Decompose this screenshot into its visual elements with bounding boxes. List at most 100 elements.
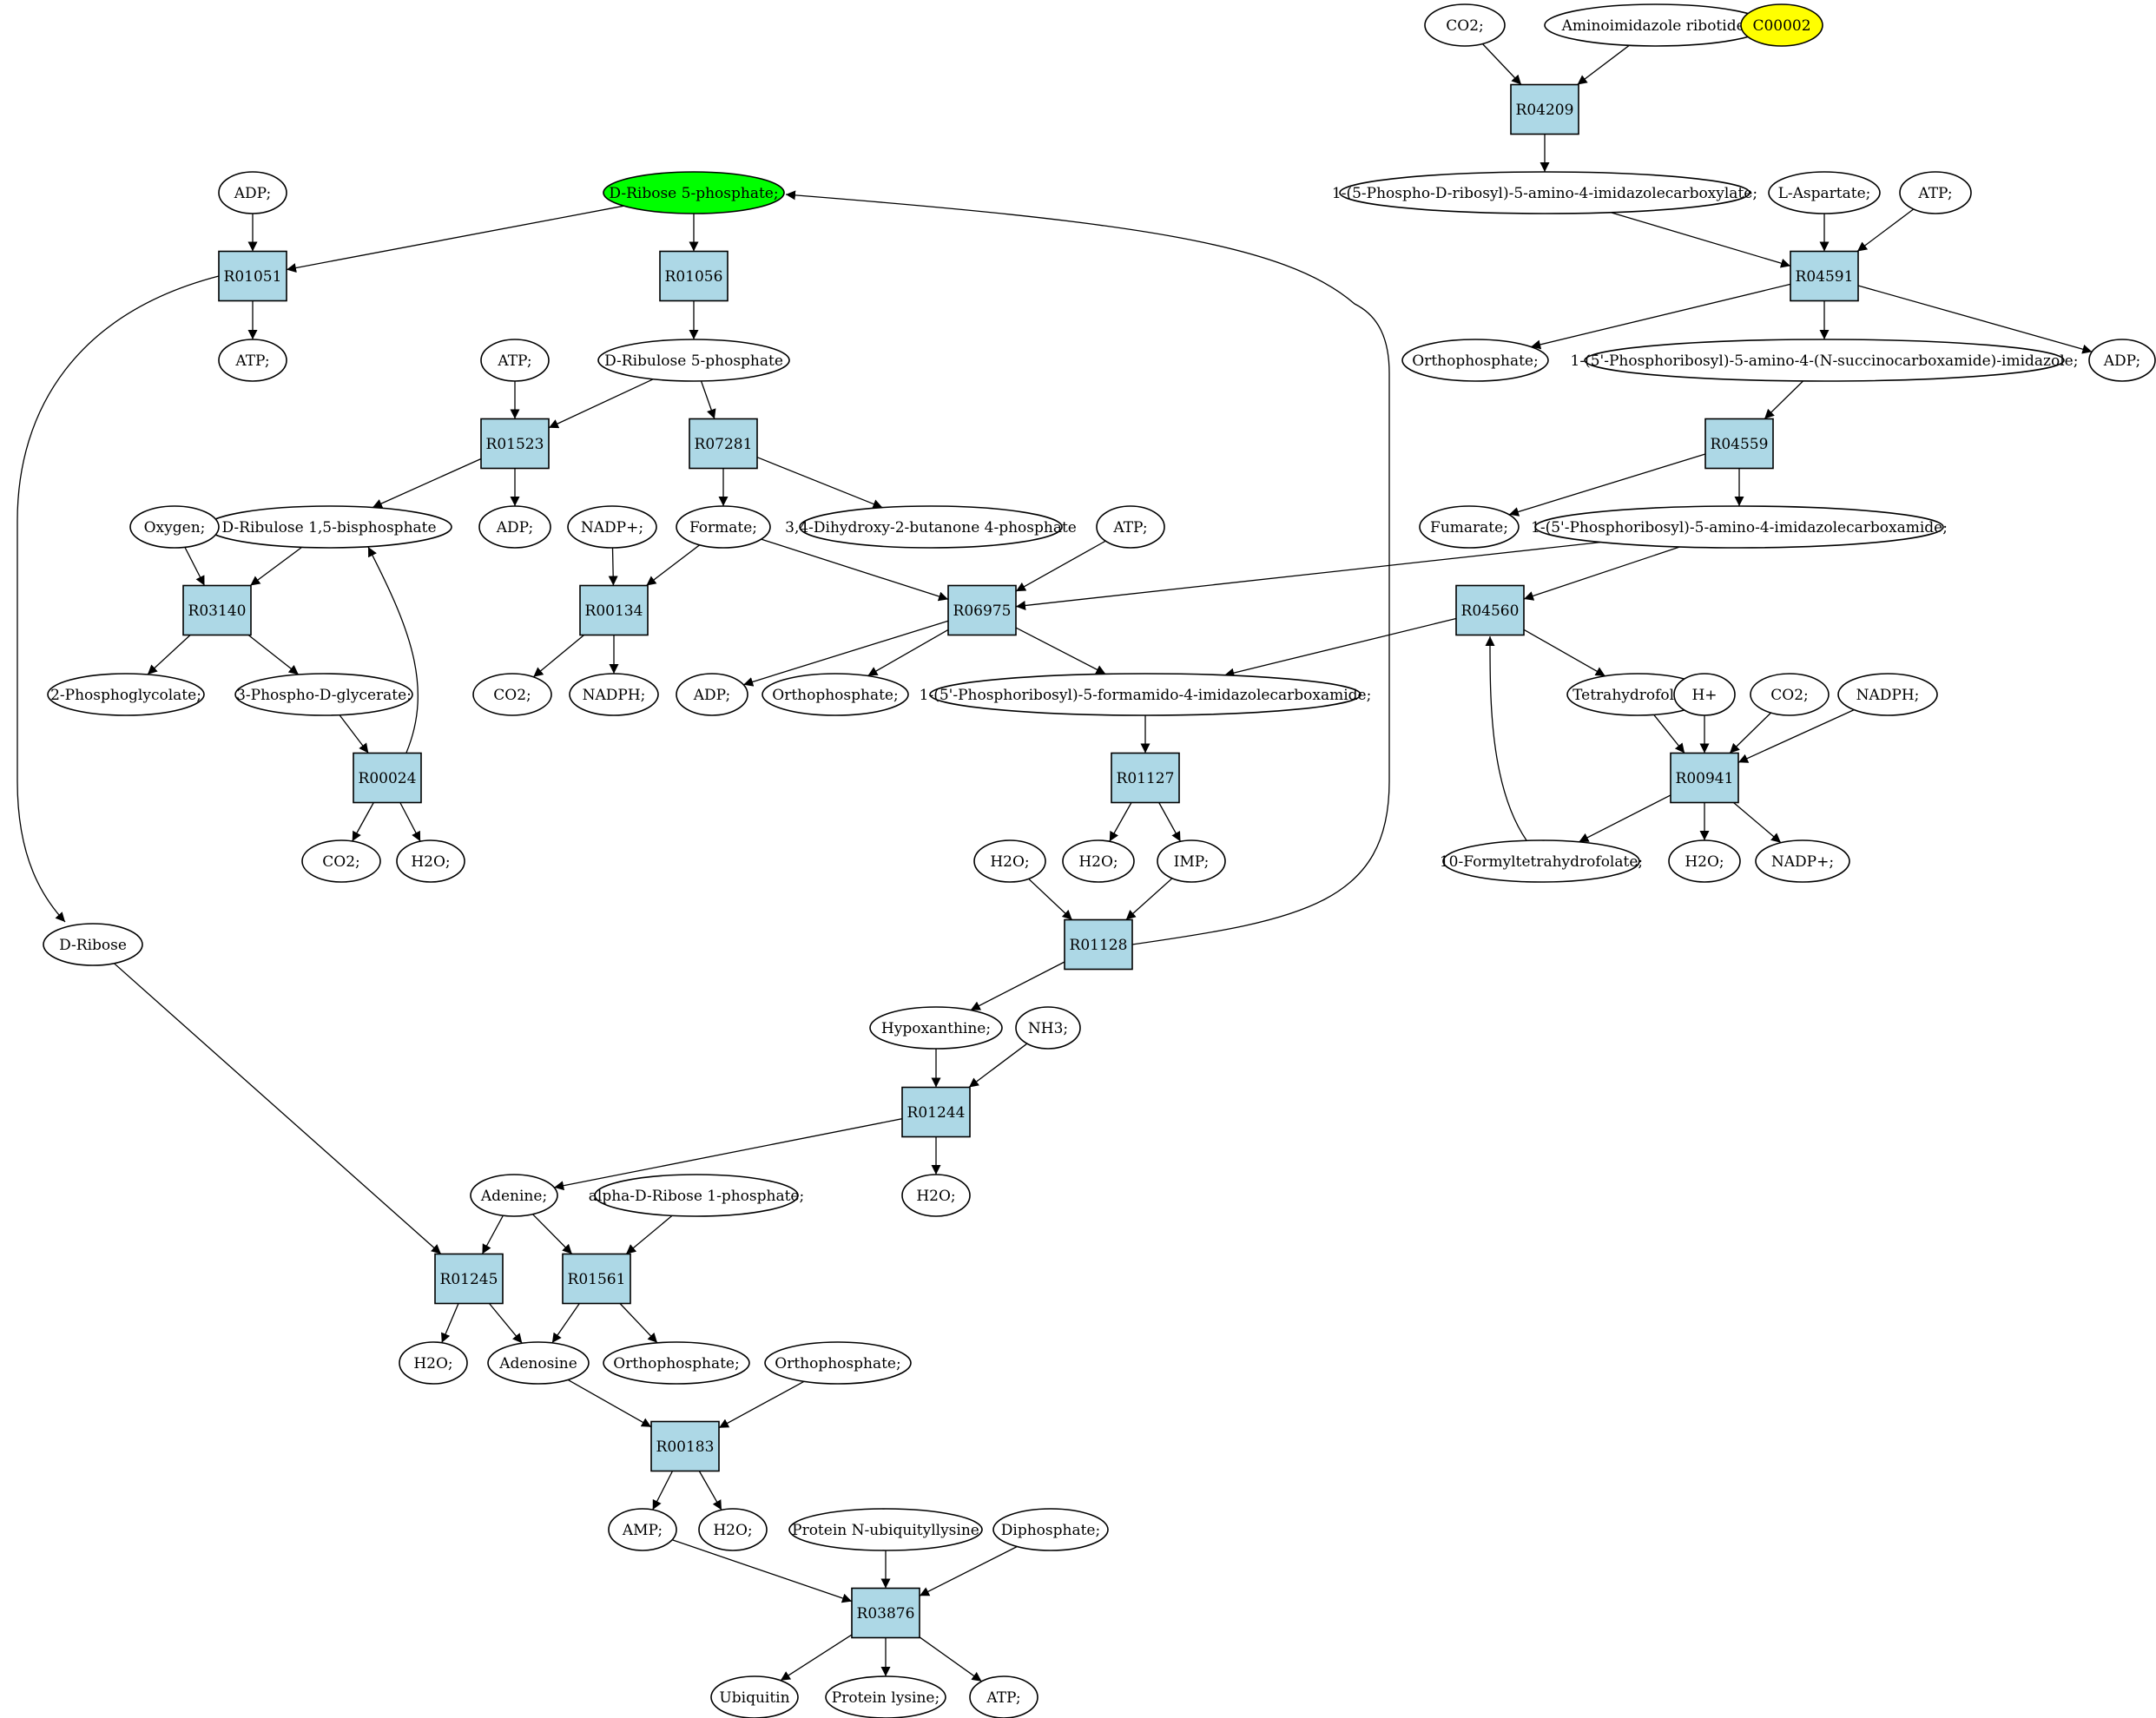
compound-node-c-imp[interactable]: IMP; (1157, 839, 1226, 883)
compound-node-c-atp-r01051[interactable]: ATP; (218, 339, 287, 382)
compound-node-c-rubp[interactable]: D-Ribulose 1,5-bisphosphate (206, 505, 452, 549)
compound-node-c-dhbp[interactable]: 3,4-Dihydroxy-2-butanone 4-phosphate (785, 505, 1077, 549)
compound-ellipse (901, 1174, 971, 1217)
compound-ellipse (1899, 171, 1972, 214)
reaction-node-r04209[interactable]: R04209 (1510, 83, 1579, 135)
reaction-node-r00024[interactable]: R00024 (353, 752, 422, 804)
compound-node-c-pi-r06975[interactable]: Orthophosphate; (762, 673, 909, 716)
compound-node-c-3pg[interactable]: 3-Phospho-D-glycerate; (234, 673, 413, 716)
reaction-node-r01127[interactable]: R01127 (1111, 752, 1180, 804)
reaction-box (1111, 752, 1180, 804)
compound-node-c-ar1p[interactable]: alpha-D-Ribose 1-phosphate; (589, 1174, 804, 1217)
compound-node-c-h2o-r01127[interactable]: H2O; (1062, 839, 1135, 883)
compound-node-c-pi-r00183[interactable]: Orthophosphate; (764, 1341, 912, 1385)
compound-ellipse (1768, 171, 1881, 214)
compound-node-c-c00002[interactable]: C00002 (1740, 3, 1823, 47)
compound-node-c-atp-r06975[interactable]: ATP; (1096, 505, 1165, 549)
compound-node-c-nh3[interactable]: NH3; (1015, 1006, 1081, 1050)
compound-node-c-co2-r00941[interactable]: CO2; (1750, 673, 1830, 716)
compound-node-c-nadp-r00134[interactable]: NADP+; (567, 505, 657, 549)
reaction-node-r07281[interactable]: R07281 (689, 418, 758, 470)
reaction-node-r01245[interactable]: R01245 (434, 1253, 504, 1305)
compound-node-c-formate[interactable]: Formate; (676, 505, 771, 549)
reaction-node-r01056[interactable]: R01056 (659, 250, 729, 302)
compound-ellipse (788, 1508, 983, 1551)
compound-node-c-adp-r01051[interactable]: ADP; (218, 171, 287, 214)
compound-node-c-pi-r01561[interactable]: Orthophosphate; (603, 1341, 750, 1385)
reaction-label: R03876 (857, 1605, 915, 1623)
edge-arrow (718, 1380, 805, 1429)
reaction-node-r01244[interactable]: R01244 (901, 1086, 971, 1138)
compound-node-c-fumarate[interactable]: Fumarate; (1419, 505, 1520, 549)
compound-node-c-h2o-r01245[interactable]: H2O; (399, 1341, 468, 1385)
reaction-node-r06975[interactable]: R06975 (947, 584, 1017, 636)
compound-ellipse (569, 673, 659, 716)
reaction-label: R00941 (1676, 770, 1734, 787)
compound-label: 2-Phosphoglycolate; (50, 687, 201, 704)
reaction-node-r01051[interactable]: R01051 (218, 250, 287, 302)
compound-node-c-atp-r01523[interactable]: ATP; (480, 339, 550, 382)
reaction-label: R01523 (486, 436, 544, 453)
compound-node-c-adenine[interactable]: Adenine; (470, 1174, 558, 1217)
compound-node-c-hplus[interactable]: H+ (1673, 673, 1736, 716)
compound-label: 1-(5'-Phosphoribosyl)-5-formamido-4-imid… (920, 687, 1372, 704)
compound-node-c-hypoxanthine[interactable]: Hypoxanthine; (869, 1006, 1003, 1050)
compound-node-c-faicar[interactable]: 1-(5'-Phosphoribosyl)-5-formamido-4-imid… (920, 673, 1372, 716)
reaction-node-r01128[interactable]: R01128 (1064, 918, 1133, 971)
reaction-node-r01523[interactable]: R01523 (480, 418, 550, 470)
compound-ellipse (1401, 339, 1549, 382)
compound-node-c-diphosphate[interactable]: Diphosphate; (992, 1508, 1109, 1551)
reaction-node-r03140[interactable]: R03140 (182, 584, 252, 636)
compound-node-c-co2-top[interactable]: CO2; (1424, 3, 1506, 47)
compound-node-c-nadph-r00134[interactable]: NADPH; (569, 673, 659, 716)
reaction-label: R04209 (1516, 102, 1574, 119)
compound-node-c-h2o-r01244[interactable]: H2O; (901, 1174, 971, 1217)
compound-ellipse (676, 505, 771, 549)
compound-node-c-nadp-r00941[interactable]: NADP+; (1755, 839, 1850, 883)
compound-node-c-ubq-lys[interactable]: Protein N-ubiquityllysine (788, 1508, 983, 1551)
compound-label: H2O; (916, 1188, 955, 1205)
compound-node-c-h2o-r00183[interactable]: H2O; (698, 1508, 768, 1551)
compound-node-c-ru5p[interactable]: D-Ribulose 5-phosphate (597, 339, 790, 382)
compound-ellipse (218, 339, 287, 382)
reaction-node-r00183[interactable]: R00183 (650, 1420, 720, 1472)
reaction-node-r04560[interactable]: R04560 (1455, 584, 1525, 636)
reaction-label: R00183 (656, 1438, 715, 1456)
compound-node-c-atp-r03876[interactable]: ATP; (969, 1675, 1038, 1718)
reaction-node-r01561[interactable]: R01561 (562, 1253, 631, 1305)
compound-node-c-air[interactable]: Aminoimidazole ribotide; (1544, 3, 1768, 47)
compound-node-c-formylthf[interactable]: 10-Formyltetrahydrofolate; (1440, 839, 1643, 883)
compound-node-c-nadph-r00941[interactable]: NADPH; (1837, 673, 1938, 716)
reaction-node-r00134[interactable]: R00134 (579, 584, 649, 636)
compound-node-c-amp[interactable]: AMP; (608, 1508, 677, 1551)
compound-node-c-h2o-r00941[interactable]: H2O; (1668, 839, 1741, 883)
compound-node-c-aicar[interactable]: 1-(5'-Phosphoribosyl)-5-amino-4-imidazol… (1531, 505, 1948, 549)
compound-node-c-adenosine[interactable]: Adenosine (487, 1341, 590, 1385)
compound-label: H2O; (411, 853, 450, 871)
compound-node-c-protein-lysine[interactable]: Protein lysine; (825, 1675, 946, 1718)
compound-ellipse (762, 673, 909, 716)
compound-node-c-saicar[interactable]: 1-(5'-Phosphoribosyl)-5-amino-4-(N-succi… (1571, 339, 2079, 382)
compound-node-c-dribose[interactable]: D-Ribose (43, 923, 143, 966)
compound-node-c-h2o-r00024[interactable]: H2O; (396, 839, 465, 883)
compound-node-c-adp-r01523[interactable]: ADP; (478, 505, 551, 549)
compound-node-c-carboxylate[interactable]: 1-(5-Phospho-D-ribosyl)-5-amino-4-imidaz… (1332, 171, 1757, 214)
reaction-node-r03876[interactable]: R03876 (851, 1587, 920, 1639)
compound-node-c-adp-r04591[interactable]: ADP; (2088, 339, 2156, 382)
compound-node-c-co2-r00134[interactable]: CO2; (472, 673, 552, 716)
reaction-node-r04591[interactable]: R04591 (1790, 250, 1859, 302)
reaction-node-r04559[interactable]: R04559 (1704, 418, 1774, 470)
compound-node-c-2pg[interactable]: 2-Phosphoglycolate; (47, 673, 205, 716)
compound-node-c-adp-r06975[interactable]: ADP; (676, 673, 748, 716)
compound-node-c-atp-r04591[interactable]: ATP; (1899, 171, 1972, 214)
compound-ellipse (608, 1508, 677, 1551)
compound-node-c-h2o-in-r01128[interactable]: H2O; (973, 839, 1046, 883)
compound-node-c-oxygen[interactable]: Oxygen; (129, 505, 220, 549)
compound-node-c-pi-r04591[interactable]: Orthophosphate; (1401, 339, 1549, 382)
compound-node-c-asp[interactable]: L-Aspartate; (1768, 171, 1881, 214)
compound-node-c-ubiquitin[interactable]: Ubiquitin (710, 1675, 799, 1718)
compound-node-c-co2-r00024[interactable]: CO2; (301, 839, 381, 883)
compound-node-c-r5p[interactable]: D-Ribose 5-phosphate; (603, 171, 785, 214)
compound-label: Adenosine (498, 1355, 577, 1372)
reaction-node-r00941[interactable]: R00941 (1670, 752, 1739, 804)
